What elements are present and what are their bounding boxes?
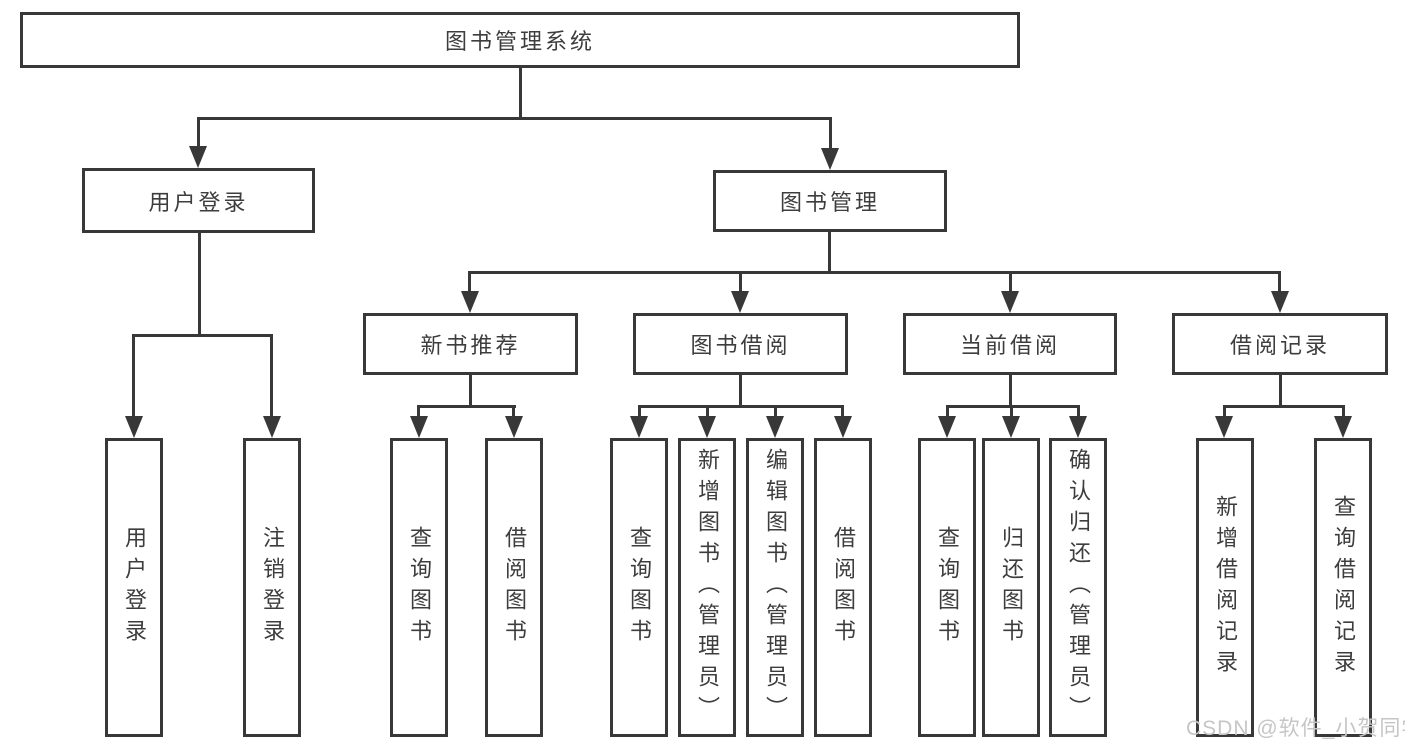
connector-line-vertical <box>132 334 135 416</box>
node-user-login: 用户登录 <box>82 168 315 233</box>
connector-line-horizontal <box>468 271 1281 274</box>
arrow-down-icon <box>125 416 143 438</box>
arrow-down-icon <box>1334 416 1352 438</box>
connector-line-vertical <box>774 405 777 419</box>
connector-line-vertical <box>1010 405 1013 419</box>
leaf-confirm-return-admin: 确认归还（管理员） <box>1049 438 1107 737</box>
arrow-down-icon <box>1001 291 1019 313</box>
leaf-borrow-books-recommend: 借阅图书 <box>485 438 543 737</box>
leaf-add-book-admin: 新增图书（管理员） <box>678 438 736 737</box>
connector-line-vertical <box>198 233 201 337</box>
connector-line-vertical <box>829 117 832 150</box>
connector-line-horizontal <box>132 334 273 337</box>
arrow-down-icon <box>766 416 784 438</box>
node-borrowing-records: 借阅记录 <box>1172 313 1388 375</box>
arrow-down-icon <box>1215 416 1233 438</box>
connector-line-horizontal <box>638 405 843 408</box>
leaf-query-books-borrowing: 查询图书 <box>610 438 668 737</box>
leaf-query-books-current: 查询图书 <box>918 438 976 737</box>
leaf-borrow-books-borrowing: 借阅图书 <box>814 438 872 737</box>
arrow-down-icon <box>1271 291 1289 313</box>
connector-line-vertical <box>1342 405 1345 419</box>
arrow-down-icon <box>1069 416 1087 438</box>
connector-line-vertical <box>739 375 742 408</box>
connector-line-vertical <box>1077 405 1080 419</box>
connector-line-vertical <box>739 271 742 294</box>
arrow-down-icon <box>505 416 523 438</box>
arrow-down-icon <box>263 416 281 438</box>
connector-line-vertical <box>512 405 515 419</box>
node-book-borrowing: 图书借阅 <box>633 313 848 375</box>
csdn-watermark: CSDN @软件_小贺同学 <box>1186 717 1405 740</box>
connector-line-vertical <box>638 405 641 419</box>
connector-line-vertical <box>469 375 472 408</box>
leaf-return-book: 归还图书 <box>982 438 1040 737</box>
arrow-down-icon <box>189 146 207 168</box>
connector-line-vertical <box>841 405 844 419</box>
node-book-management: 图书管理 <box>713 170 947 232</box>
connector-line-vertical <box>1279 375 1282 408</box>
arrow-down-icon <box>461 291 479 313</box>
arrow-down-icon <box>410 416 428 438</box>
connector-line-vertical <box>270 334 273 416</box>
connector-line-vertical <box>828 232 831 274</box>
arrow-down-icon <box>1002 416 1020 438</box>
leaf-user-login: 用户登录 <box>105 438 163 737</box>
connector-line-vertical <box>1009 375 1012 408</box>
connector-line-horizontal <box>417 405 516 408</box>
connector-line-horizontal <box>197 117 832 120</box>
arrow-down-icon <box>834 416 852 438</box>
arrow-down-icon <box>630 416 648 438</box>
leaf-query-borrow-record: 查询借阅记录 <box>1314 438 1372 737</box>
connector-line-vertical <box>1223 405 1226 419</box>
arrow-down-icon <box>821 148 839 170</box>
arrow-down-icon <box>731 291 749 313</box>
arrow-down-icon <box>938 416 956 438</box>
leaf-add-borrow-record: 新增借阅记录 <box>1196 438 1254 737</box>
node-library-management-system: 图书管理系统 <box>20 12 1020 68</box>
leaf-logout-login: 注销登录 <box>243 438 301 737</box>
connector-line-vertical <box>468 271 471 294</box>
node-new-book-recommend: 新书推荐 <box>363 313 578 375</box>
leaf-query-books-recommend: 查询图书 <box>390 438 448 737</box>
connector-line-horizontal <box>1223 405 1344 408</box>
connector-line-vertical <box>417 405 420 419</box>
connector-line-vertical <box>519 66 522 119</box>
leaf-edit-book-admin: 编辑图书（管理员） <box>746 438 804 737</box>
node-current-borrowing: 当前借阅 <box>903 313 1117 375</box>
connector-line-vertical <box>1009 271 1012 294</box>
connector-line-vertical <box>197 117 200 148</box>
connector-line-vertical <box>946 405 949 419</box>
connector-line-vertical <box>706 405 709 419</box>
connector-line-vertical <box>1278 271 1281 294</box>
arrow-down-icon <box>698 416 716 438</box>
